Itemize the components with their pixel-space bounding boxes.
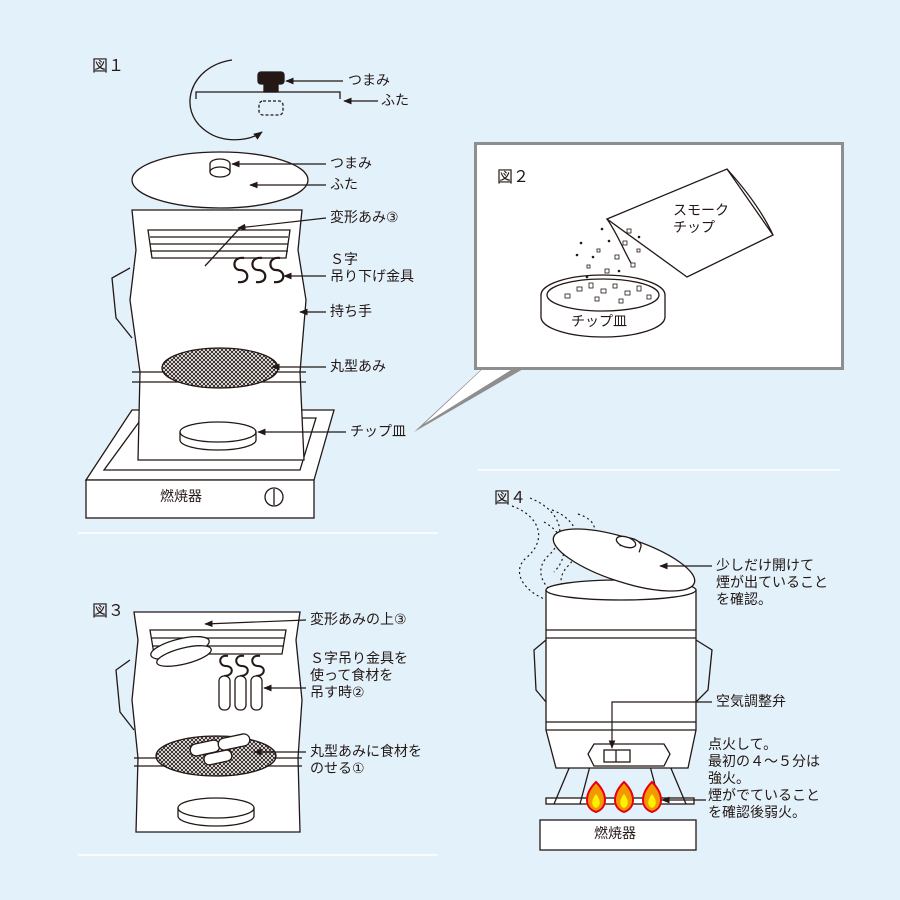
fig2-callout-box: 図２ スモーク チップ チップ皿 [474, 142, 844, 370]
fig1-inset-lid-label: ふた [381, 93, 409, 109]
fig3-round-label: 丸型あみに食材を のせる① [310, 744, 422, 777]
chips [564, 228, 652, 304]
fig2-number: 図２ [497, 167, 530, 186]
fig2-dish-label: チップ皿 [571, 314, 627, 330]
fig4-number: 図４ [494, 488, 527, 507]
fig1-lid-inset [189, 59, 341, 141]
fig3-upper-label: 変形あみの上③ [310, 612, 407, 628]
fig1-leaders [231, 77, 378, 436]
fig1-round-net-label: 丸型あみ [330, 359, 386, 375]
callout-pointer-fill [424, 362, 524, 424]
fig2-artwork [540, 168, 774, 338]
fig4-burner-label: 燃焼器 [594, 826, 636, 842]
fig3-number: 図３ [92, 601, 125, 620]
fig2-bag-label: スモーク チップ [673, 203, 729, 236]
fig1-handle-label: 持ち手 [330, 304, 372, 320]
fig1-deformed-net-label: 変形あみ③ [330, 210, 399, 226]
s-hooks [233, 256, 285, 284]
fig3-hook-label: Ｓ字吊り金具を 使って食材を 吊す時② [310, 651, 408, 701]
fig1-knob-label: つまみ [330, 156, 372, 172]
fig4-damper-label: 空気調整弁 [716, 694, 786, 710]
fig1-chip-dish-label: チップ皿 [350, 424, 406, 440]
rotation-arrow [189, 59, 263, 141]
fig4-lid-open-label: 少しだけ開けて 煙が出ていること を確認。 [716, 558, 828, 608]
fig1-smoker [84, 151, 335, 519]
fig1-number: 図１ [92, 56, 125, 75]
chip-dots [575, 227, 641, 279]
fig1-inset-knob-label: つまみ [348, 73, 390, 89]
fig1-lid-label: ふた [330, 177, 358, 193]
fig4-ignite-label: 点火して。 最初の４～５分は 強火。 煙がでていること を確認後弱火。 [708, 737, 820, 821]
callout-pointer [414, 365, 530, 432]
fig1-s-hook-label: Ｓ字 吊り下げ金具 [330, 252, 414, 285]
fig1-burner-label: 燃焼器 [160, 489, 202, 505]
